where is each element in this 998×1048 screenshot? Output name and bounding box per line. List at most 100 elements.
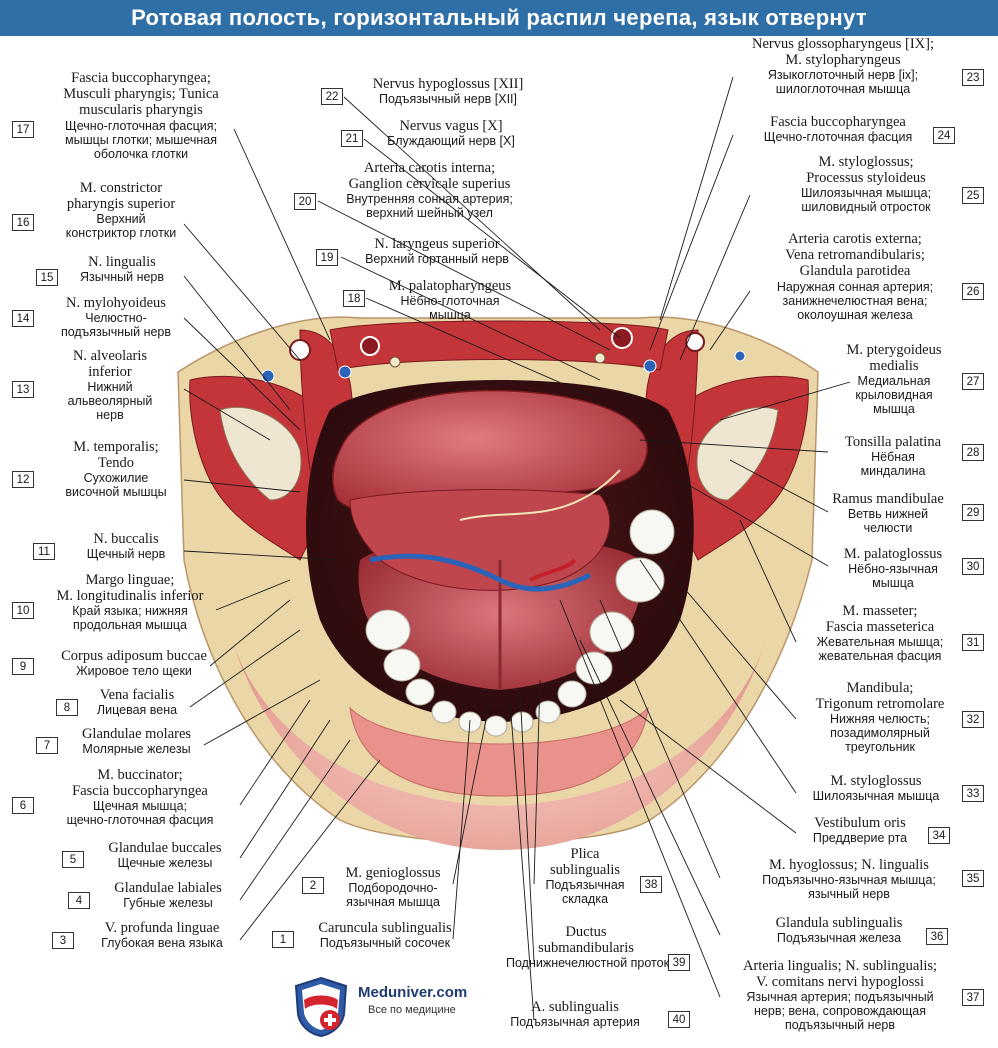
- label-26: Arteria carotis externa; Vena retromandi…: [754, 231, 956, 322]
- label-35-latin: M. hyoglossus; N. lingualis: [769, 857, 929, 873]
- label-22: Nervus hypoglossus [XII] Подъязычный нер…: [348, 76, 548, 106]
- label-number-35: 35: [962, 870, 984, 887]
- label-4-russian: Губные железы: [123, 896, 213, 911]
- label-number-19: 19: [316, 249, 338, 266]
- label-34: Vestibulum oris Преддверие рта: [800, 815, 920, 845]
- label-29: Ramus mandibulae Ветвь нижней челюсти: [818, 491, 958, 535]
- label-14-latin: N. mylohyoideus: [66, 295, 166, 311]
- label-37-russian: Язычная артерия; подъязычный нерв; вена,…: [746, 990, 934, 1033]
- label-6: M. buccinator; Fascia buccopharyngea Щеч…: [40, 767, 240, 827]
- label-1-russian: Подъязычный сосочек: [319, 936, 451, 951]
- label-number-25: 25: [962, 187, 984, 204]
- label-15: N. lingualis Язычный нерв: [62, 254, 182, 284]
- label-10: Margo linguae; M. longitudinalis inferio…: [40, 572, 220, 632]
- label-5-latin: Glandulae buccales: [108, 840, 222, 856]
- label-number-37: 37: [962, 989, 984, 1006]
- label-number-11: 11: [33, 543, 55, 560]
- label-12-latin: M. temporalis; Tendo: [73, 439, 159, 472]
- logo-tagline: Все по медицине: [368, 1004, 456, 1016]
- label-33-latin: M. styloglossus: [830, 773, 922, 789]
- label-19-latin: N. laryngeus superior: [374, 236, 500, 252]
- label-18-russian: Нёбно-глоточная мышца: [400, 294, 500, 323]
- label-number-18: 18: [343, 290, 365, 307]
- label-number-24: 24: [933, 127, 955, 144]
- logo-brand: Meduniver.com: [358, 984, 468, 1001]
- label-number-17: 17: [12, 121, 34, 138]
- label-10-latin: Margo linguae; M. longitudinalis inferio…: [56, 572, 204, 605]
- label-16-russian: Верхний констриктор глотки: [65, 212, 177, 241]
- label-number-31: 31: [962, 634, 984, 651]
- label-16: M. constrictor pharyngis superior Верхни…: [46, 180, 196, 240]
- label-10-russian: Край языка; нижняя продольная мышца: [72, 604, 188, 633]
- label-8-russian: Лицевая вена: [96, 703, 178, 718]
- label-number-27: 27: [962, 373, 984, 390]
- label-1: Caruncula sublingualis Подъязычный сосоч…: [300, 920, 470, 950]
- label-number-13: 13: [12, 381, 34, 398]
- label-32: Mandibula; Trigonum retromolare Нижняя ч…: [800, 680, 960, 754]
- lingual-nerve: [459, 469, 621, 521]
- label-number-29: 29: [962, 504, 984, 521]
- label-7-latin: Glandulae molares: [81, 726, 192, 742]
- label-38-russian: Подъязычная складка: [545, 878, 625, 907]
- label-number-28: 28: [962, 444, 984, 461]
- shield-icon: [294, 976, 348, 1038]
- label-29-latin: Ramus mandibulae: [832, 491, 944, 507]
- label-6-latin: M. buccinator; Fascia buccopharyngea: [72, 767, 208, 800]
- label-24-russian: Щечно-глоточная фасция: [763, 130, 913, 145]
- label-13: N. alveolaris inferior Нижний альвеолярн…: [40, 348, 180, 422]
- label-18-latin: M. palatopharyngeus: [388, 278, 512, 294]
- label-15-latin: N. lingualis: [88, 254, 156, 270]
- label-number-32: 32: [962, 711, 984, 728]
- label-24-latin: Fascia buccopharyngea: [770, 114, 906, 130]
- label-8: Vena facialis Лицевая вена: [82, 687, 192, 717]
- label-2-russian: Подбородочно- язычная мышца: [346, 881, 440, 910]
- vessel-group-left: [261, 336, 401, 383]
- label-number-30: 30: [962, 558, 984, 575]
- label-number-3: 3: [52, 932, 74, 949]
- label-number-9: 9: [12, 658, 34, 675]
- label-30: M. palatoglossus Нёбно-язычная мышца: [828, 546, 958, 590]
- label-5-russian: Щечные железы: [117, 856, 213, 871]
- label-number-23: 23: [962, 69, 984, 86]
- label-27-russian: Медиальная крыловидная мышца: [855, 374, 933, 417]
- label-23: Nervus glossopharyngeus [IX]; M. styloph…: [730, 36, 956, 96]
- label-36: Glandula sublingualis Подъязычная железа: [756, 915, 922, 945]
- lower-lip: [349, 706, 649, 797]
- label-number-6: 6: [12, 797, 34, 814]
- label-35: M. hyoglossus; N. lingualis Подъязычно-я…: [742, 857, 956, 901]
- label-9: Corpus adiposum buccae Жировое тело щеки: [44, 648, 224, 678]
- label-8-latin: Vena facialis: [99, 687, 175, 703]
- label-20-latin: Arteria carotis interna; Ganglion cervic…: [348, 160, 511, 193]
- label-17-russian: Щечно-глоточная фасция; мышцы глотки; мы…: [64, 118, 218, 161]
- label-26-latin: Arteria carotis externa; Vena retromandi…: [785, 231, 925, 280]
- label-number-40: 40: [668, 1011, 690, 1028]
- tongue: [332, 389, 648, 513]
- label-4: Glandulae labiales Губные железы: [98, 880, 238, 910]
- label-number-10: 10: [12, 602, 34, 619]
- label-37-latin: Arteria lingualis; N. sublingualis; V. c…: [742, 958, 938, 991]
- label-11: N. buccalis Щечный нерв: [66, 531, 186, 561]
- label-number-5: 5: [62, 851, 84, 868]
- label-number-26: 26: [962, 283, 984, 300]
- label-4-latin: Glandulae labiales: [114, 880, 222, 896]
- label-number-16: 16: [12, 214, 34, 231]
- label-13-latin: N. alveolaris inferior: [72, 348, 148, 381]
- label-22-russian: Подъязычный нерв [XII]: [379, 92, 517, 107]
- label-7-russian: Молярные железы: [82, 742, 191, 757]
- label-40-latin: A. sublingualis: [531, 999, 619, 1015]
- label-12-russian: Сухожилие височной мышцы: [65, 471, 167, 500]
- page-title: Ротовая полость, горизонтальный распил ч…: [0, 0, 998, 36]
- left-ramus: [219, 406, 302, 501]
- label-number-2: 2: [302, 877, 324, 894]
- label-15-russian: Язычный нерв: [79, 270, 165, 285]
- label-28-latin: Tonsilla palatina: [844, 434, 942, 450]
- label-31-latin: M. masseter; Fascia masseterica: [825, 603, 935, 636]
- label-11-russian: Щечный нерв: [86, 547, 166, 562]
- label-14-russian: Челюстно- подъязычный нерв: [60, 311, 172, 340]
- label-29-russian: Ветвь нижней челюсти: [847, 507, 929, 536]
- label-number-12: 12: [12, 471, 34, 488]
- label-11-latin: N. buccalis: [93, 531, 159, 547]
- meduniver-logo[interactable]: Meduniver.com Все по медицине: [290, 976, 500, 1040]
- label-32-russian: Нижняя челюсть; позадимолярный треугольн…: [830, 712, 930, 755]
